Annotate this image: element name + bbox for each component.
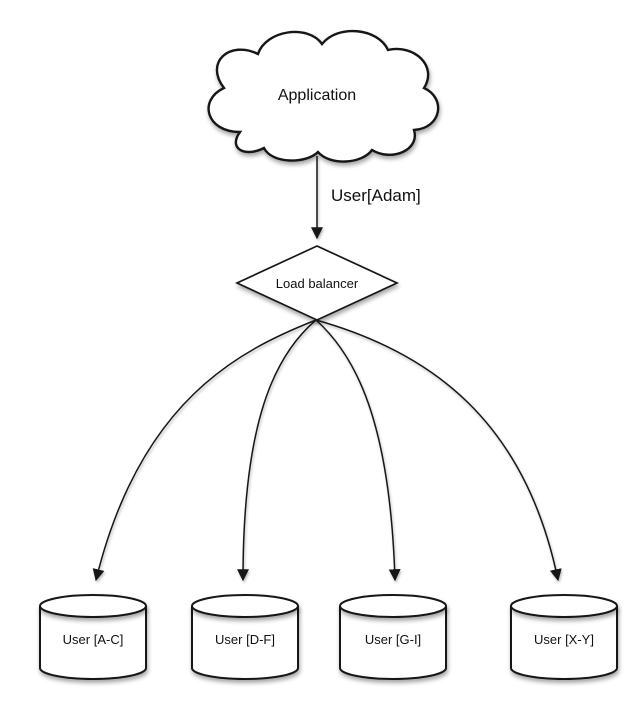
app-to-lb-edge-label: User[Adam] — [331, 186, 421, 205]
cylinder-body — [339, 606, 447, 680]
load-balancer-label: Load balancer — [276, 276, 359, 291]
database-label: User [A-C] — [63, 632, 124, 647]
cylinder-top — [191, 594, 299, 618]
cylinder-body — [510, 606, 618, 680]
cylinder-body — [191, 606, 299, 680]
lb-to-db1-arrow — [92, 319, 317, 582]
database-label: User [D-F] — [215, 632, 275, 647]
database-label: User [X-Y] — [534, 632, 594, 647]
cylinder-body — [39, 606, 147, 680]
cylinder-top — [339, 594, 447, 618]
cylinder-top — [39, 594, 147, 618]
lb-to-db4-arrow — [315, 319, 562, 582]
load-balancer-node: Load balancer — [234, 245, 400, 321]
database-cylinder-x-y: User [X-Y] — [510, 594, 618, 680]
database-cylinder-d-f: User [D-F] — [191, 594, 299, 680]
application-cloud-node: Application — [207, 29, 440, 163]
lb-to-db3-arrow — [315, 319, 401, 582]
database-cylinder-a-c: User [A-C] — [39, 594, 147, 680]
database-label: User [G-I] — [365, 632, 421, 647]
cylinder-top — [510, 594, 618, 618]
cloud-shape — [207, 29, 440, 163]
edge-app-to-lb: User[Adam] — [311, 156, 421, 240]
application-label: Application — [278, 87, 356, 104]
lb-to-db2-arrow — [237, 319, 317, 582]
database-cylinder-g-i: User [G-I] — [339, 594, 447, 680]
